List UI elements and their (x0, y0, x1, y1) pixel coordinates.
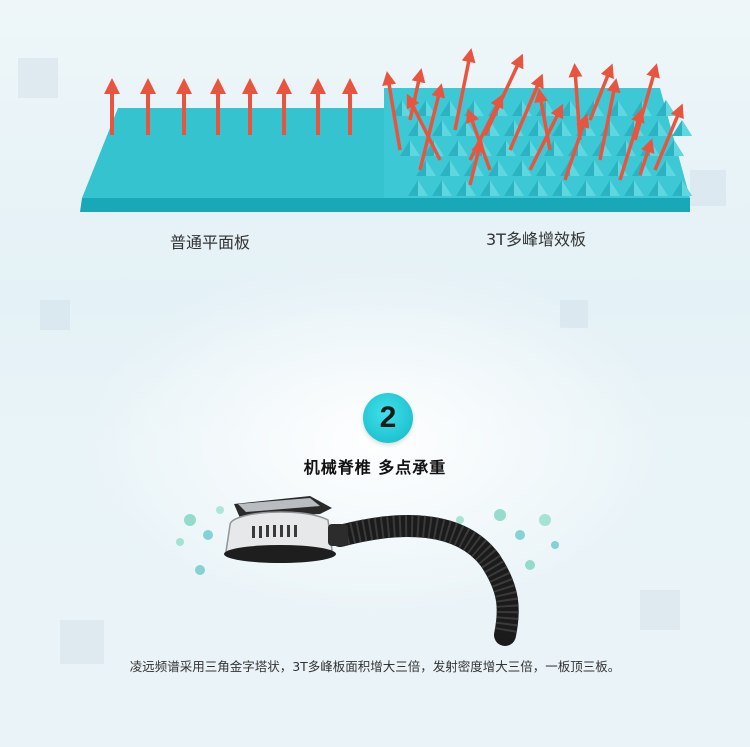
pyramid-peak-highlight (570, 160, 580, 176)
pyramid-peak-highlight (610, 120, 620, 136)
pyramid-peak-highlight (562, 120, 572, 136)
pyramid-peak-highlight (682, 120, 692, 136)
pyramid-peak-highlight (578, 140, 588, 156)
pyramid-peak-highlight (546, 160, 556, 176)
pyramid-peak-highlight (514, 180, 524, 196)
pyramid-peak-highlight (610, 180, 620, 196)
pyramid-peak-highlight (666, 100, 676, 116)
pyramid-peak-highlight (586, 180, 596, 196)
device-illustration (176, 496, 559, 646)
background-tile (40, 300, 70, 330)
pyramid-peak-highlight (498, 160, 508, 176)
feature-number-badge: 2 (363, 393, 413, 443)
multi-peak-panel-arrows (382, 48, 684, 186)
pyramid-peak-highlight (618, 100, 628, 116)
background-tile (18, 58, 58, 98)
device-head (224, 496, 348, 563)
pyramid-peak-highlight (458, 140, 468, 156)
pyramid-peak-highlight (418, 180, 428, 196)
pyramid-peak-highlight (522, 160, 532, 176)
pyramid-peak-highlight (450, 160, 460, 176)
pyramid-peak-highlight (594, 160, 604, 176)
pyramid-peak-highlight (562, 180, 572, 196)
background-tile (690, 170, 726, 206)
background-tile (60, 620, 104, 664)
pyramid-peak-highlight (674, 140, 684, 156)
feature-description: 凌远频谱采用三角金字塔状，3T多峰板面积增大三倍，发射密度增大三倍，一板顶三板。 (129, 659, 621, 674)
flat-panel-arrows (104, 78, 358, 135)
pyramid-peak-highlight (682, 180, 692, 196)
pyramid-peak-highlight (442, 120, 452, 136)
pyramid-peak-highlight (442, 180, 452, 196)
feature-title: 机械脊椎 多点承重 (303, 458, 447, 477)
pyramid-peak-highlight (490, 180, 500, 196)
pyramid-peak-highlight (634, 180, 644, 196)
flat-panel-caption: 普通平面板 (170, 233, 251, 252)
multi-peak-panel-caption: 3T多峰增效板 (486, 230, 586, 249)
pyramid-peak-highlight (490, 120, 500, 136)
background-tile (640, 590, 680, 630)
panel-comparison-illustration (80, 48, 692, 212)
background-tile (560, 300, 588, 328)
pyramid-peak-highlight (466, 120, 476, 136)
pyramid-peak-highlight (426, 160, 436, 176)
pyramid-peak-highlight (410, 140, 420, 156)
pyramid-peak-highlight (658, 180, 668, 196)
pyramid-peak-highlight (658, 120, 668, 136)
pyramid-peak-highlight (554, 140, 564, 156)
pyramid-peak-highlight (538, 180, 548, 196)
pyramid-peak-highlight (666, 160, 676, 176)
flat-panel (80, 108, 384, 212)
